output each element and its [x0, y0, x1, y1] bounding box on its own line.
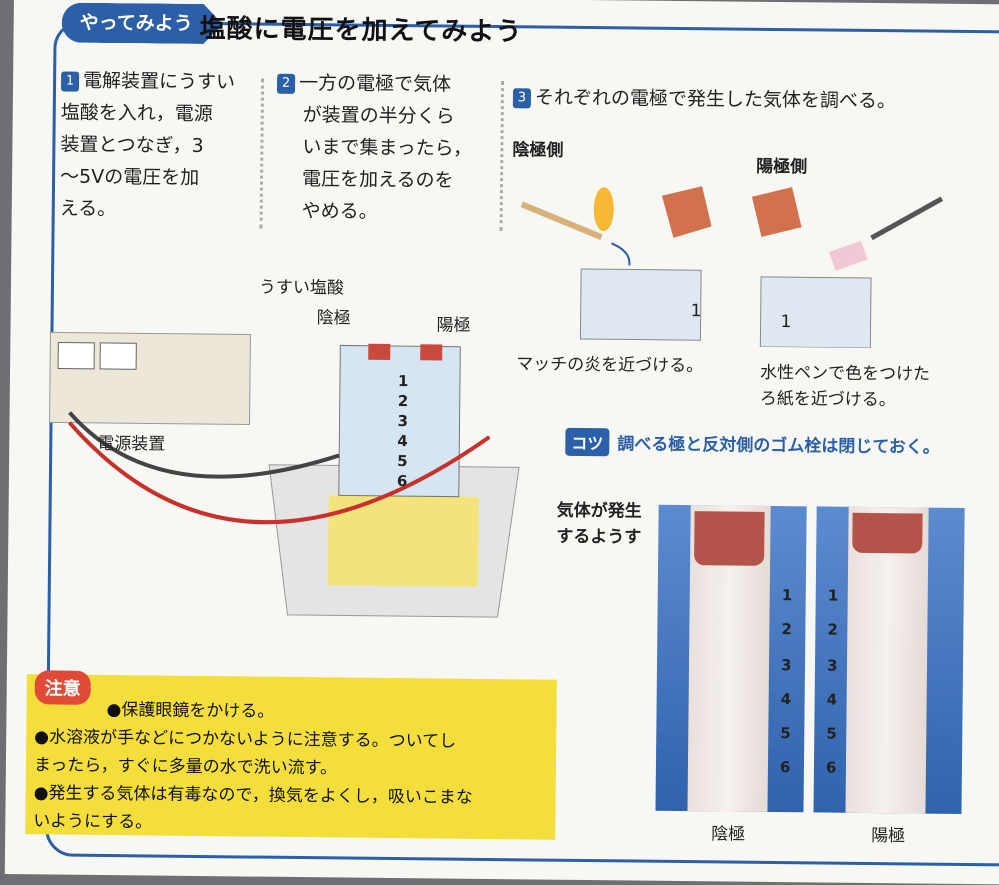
scale-mark: 4	[826, 690, 838, 709]
gas-test-illustration	[520, 186, 944, 349]
step-line: える。	[59, 197, 117, 221]
device-scale-4: 4	[397, 432, 408, 451]
scale-mark: 1	[781, 586, 793, 605]
hint-text: 調べる極と反対側のゴム栓は閉じておく。	[617, 434, 940, 458]
step-line: 電解装置にうすい	[82, 69, 236, 94]
photo-cathode: 1 2 3 4 5 6	[655, 504, 807, 813]
caution-tag: 注意	[34, 670, 91, 705]
caution-item: ●保護眼鏡をかける。	[106, 700, 275, 722]
photo-caption-2: するようす	[556, 526, 642, 548]
device-scale-1: 1	[397, 372, 409, 391]
power-supply-label: 電源装置	[97, 433, 166, 455]
scale-mark: 6	[825, 758, 837, 777]
device-scale-6: 6	[396, 472, 408, 491]
rubber-stopper	[661, 186, 712, 238]
caution-item: まったら，すぐに多量の水で洗い流す。	[33, 755, 338, 779]
rubber-stopper	[694, 511, 765, 566]
step-line: 装置とつなぎ，3	[60, 133, 204, 157]
scale-mark: 6	[779, 758, 791, 777]
pen-caption-2: ろ紙を近づける。	[759, 388, 896, 411]
photo-cathode-label: 陰極	[711, 824, 746, 845]
caution-item: いようにする。	[33, 811, 153, 833]
device-scale-5: 5	[397, 452, 408, 471]
scale-mark: 2	[827, 620, 838, 639]
tweezers-icon	[870, 196, 944, 241]
match-stick	[520, 201, 603, 240]
scale-mark: 1	[827, 586, 839, 605]
red-wire	[68, 421, 491, 525]
scale-mark: 3	[780, 656, 792, 675]
step-line: が装置の半分くら	[302, 104, 455, 128]
electrolysis-apparatus	[49, 331, 520, 618]
rubber-stopper	[852, 512, 923, 554]
cathode-side-label: 陰極側	[512, 140, 564, 161]
black-wire	[68, 411, 340, 479]
caution-item: ●水溶液が手などにつかないように注意する。ついてし	[34, 727, 457, 752]
caution-item: ●発生する気体は有毒なので，換気をよくし，吸いこまな	[33, 783, 473, 808]
pen-caption-1: 水性ペンで色をつけた	[759, 362, 931, 385]
scale-mark: 5	[826, 724, 837, 743]
step-line: 塩酸を入れ，電源	[60, 101, 213, 126]
page-title: 塩酸に電圧を加えてみよう	[199, 13, 523, 48]
device-top-left	[579, 268, 702, 341]
photo-anode: 1 2 3 4 5 6	[813, 506, 965, 814]
filter-paper	[828, 240, 868, 271]
step-number: 2	[276, 73, 296, 94]
photo-caption-1: 気体が発生	[556, 500, 642, 522]
step-line: やめる。	[301, 200, 378, 223]
hint: コツ調べる極と反対側のゴム栓は閉じておく。	[565, 427, 940, 460]
step-line: ～5Vの電圧を加	[59, 165, 200, 189]
step-line: 一方の電極で気体	[298, 71, 452, 96]
device-top-right	[759, 276, 872, 349]
step-number: 1	[60, 71, 80, 92]
scale-mark: 2	[781, 620, 792, 639]
dilute-hcl-label: うすい塩酸	[258, 277, 345, 299]
scale-mark: 5	[780, 724, 791, 743]
step-line: 電圧を加えるのを	[301, 168, 454, 192]
scale-mark: 3	[826, 656, 838, 675]
electrolysis-device	[338, 344, 461, 498]
support-block	[327, 495, 479, 587]
caution-box: 注意 ●保護眼鏡をかける。 ●水溶液が手などにつかないように注意する。ついてし …	[25, 670, 557, 840]
scale-mark: 4	[780, 690, 792, 709]
step-number: 3	[512, 88, 532, 109]
photo-anode-label: 陽極	[871, 826, 906, 847]
tube-number-right-1: 1	[780, 312, 792, 333]
rubber-stopper	[368, 343, 391, 360]
hint-tag: コツ	[565, 427, 610, 457]
tube-number-left-1: 1	[690, 301, 702, 322]
step-line: それぞれの電極で発生した気体を調べる。	[534, 86, 897, 113]
step-line: いまで集まったら，	[302, 136, 473, 160]
arrow-icon	[611, 242, 631, 266]
device-scale-3: 3	[397, 412, 409, 431]
device-scale-2: 2	[397, 392, 409, 411]
meter-icon	[57, 341, 95, 370]
match-caption: マッチの炎を近づける。	[516, 354, 704, 377]
flame-icon	[593, 187, 614, 232]
rubber-stopper	[420, 344, 443, 361]
meter-icon	[99, 342, 137, 370]
rubber-stopper	[751, 187, 802, 237]
